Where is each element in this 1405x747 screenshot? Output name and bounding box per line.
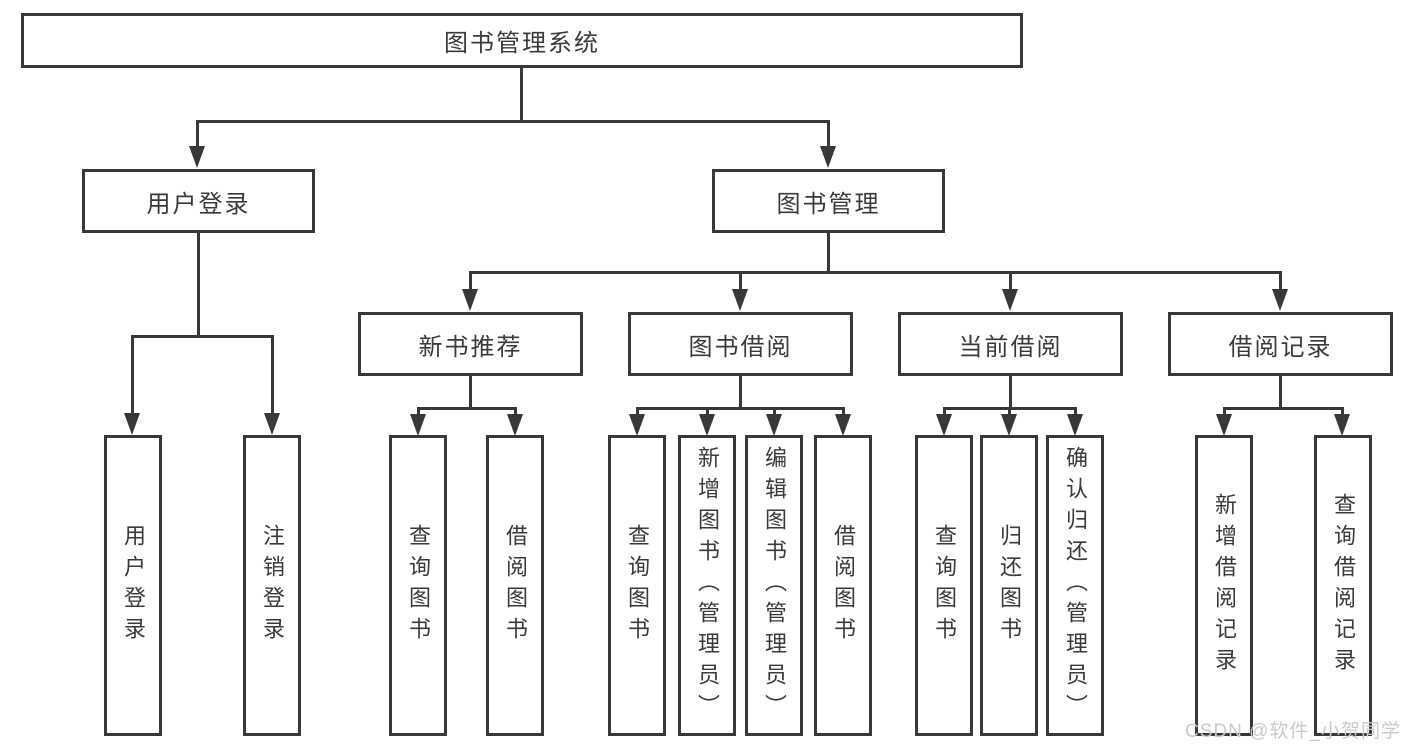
leaf-add-book: 新增图书（管理员） — [678, 435, 736, 736]
leaf-add-record-label: 新增借阅记录 — [1212, 492, 1237, 679]
connector-root-branch — [197, 120, 830, 123]
leaf-user-login: 用户登录 — [104, 435, 162, 736]
node-root: 图书管理系统 — [21, 13, 1023, 68]
arrowhead-current-borrow-icon — [1002, 289, 1018, 311]
leaf-query-record: 查询借阅记录 — [1314, 435, 1372, 736]
connector-drop-query-book-b — [636, 407, 639, 416]
node-book-management: 图书管理 — [712, 169, 945, 233]
connector-drop-new-book-recommend — [469, 271, 472, 291]
leaf-query-book-b-label: 查询图书 — [625, 523, 650, 648]
node-new-book-recommend: 新书推荐 — [358, 312, 583, 376]
arrowhead-book-management-icon — [820, 146, 836, 168]
connector-new-book-stem — [469, 376, 472, 409]
leaf-confirm-return: 确认归还（管理员） — [1046, 435, 1104, 736]
node-current-borrow-label: 当前借阅 — [958, 333, 1063, 361]
connector-drop-add-record — [1223, 407, 1226, 416]
connector-drop-query-book-c — [943, 407, 946, 416]
leaf-query-book-c: 查询图书 — [915, 435, 973, 736]
connector-drop-edit-book — [773, 407, 776, 416]
leaf-add-book-label: 新增图书（管理员） — [695, 446, 720, 725]
leaf-query-book-a-label: 查询图书 — [406, 523, 431, 648]
node-book-borrow: 图书借阅 — [628, 312, 853, 376]
arrowhead-query-book-b-icon — [629, 414, 645, 436]
arrowhead-leaf-logout-icon — [264, 413, 280, 435]
connector-drop-return-book — [1008, 407, 1011, 416]
connector-book-borrow-branch — [636, 407, 844, 410]
node-current-borrow: 当前借阅 — [898, 312, 1123, 376]
leaf-query-book-a: 查询图书 — [389, 435, 447, 736]
leaf-confirm-return-label: 确认归还（管理员） — [1063, 446, 1088, 725]
connector-current-borrow-stem — [1009, 376, 1012, 409]
arrowhead-new-book-recommend-icon — [462, 289, 478, 311]
leaf-logout-label: 注销登录 — [260, 523, 285, 648]
leaf-return-book: 归还图书 — [980, 435, 1038, 736]
leaf-edit-book-label: 编辑图书（管理员） — [762, 446, 787, 725]
node-root-label: 图书管理系统 — [444, 30, 600, 57]
connector-borrow-records-branch — [1223, 407, 1344, 410]
arrowhead-borrow-records-icon — [1272, 289, 1288, 311]
connector-drop-query-record — [1341, 407, 1344, 416]
connector-drop-leaf-logout — [271, 335, 274, 415]
connector-user-login-branch — [132, 335, 274, 338]
leaf-borrow-book-b: 借阅图书 — [814, 435, 872, 736]
connector-level3-branch — [469, 271, 1282, 274]
arrowhead-book-borrow-icon — [732, 289, 748, 311]
arrowhead-confirm-return-icon — [1067, 414, 1083, 436]
leaf-return-book-label: 归还图书 — [997, 523, 1022, 648]
connector-drop-current-borrow — [1009, 271, 1012, 291]
arrowhead-borrow-book-a-icon — [507, 414, 523, 436]
connector-drop-book-management — [827, 120, 830, 148]
leaf-query-book-b: 查询图书 — [608, 435, 666, 736]
arrowhead-add-book-icon — [699, 414, 715, 436]
connector-borrow-records-stem — [1279, 376, 1282, 409]
node-book-borrow-label: 图书借阅 — [688, 333, 793, 361]
leaf-user-login-label: 用户登录 — [121, 523, 146, 648]
connector-drop-query-book-a — [417, 407, 420, 416]
arrowhead-return-book-icon — [1001, 414, 1017, 436]
connector-drop-borrow-book-a — [514, 407, 517, 416]
connector-drop-add-book — [706, 407, 709, 416]
arrowhead-add-record-icon — [1216, 414, 1232, 436]
node-user-login-label: 用户登录 — [146, 190, 251, 218]
connector-drop-borrow-records — [1279, 271, 1282, 291]
leaf-edit-book: 编辑图书（管理员） — [745, 435, 803, 736]
arrowhead-query-book-c-icon — [936, 414, 952, 436]
arrowhead-borrow-book-b-icon — [835, 414, 851, 436]
arrowhead-query-book-a-icon — [410, 414, 426, 436]
node-book-management-label: 图书管理 — [776, 190, 881, 218]
connector-drop-confirm-return — [1074, 407, 1077, 416]
connector-drop-borrow-book-b — [842, 407, 845, 416]
leaf-borrow-book-a: 借阅图书 — [486, 435, 544, 736]
node-borrow-records-label: 借阅记录 — [1228, 333, 1333, 361]
connector-new-book-branch — [417, 407, 517, 410]
connector-book-management-stem — [827, 233, 830, 273]
leaf-query-book-c-label: 查询图书 — [932, 523, 957, 648]
node-borrow-records: 借阅记录 — [1168, 312, 1393, 376]
leaf-logout: 注销登录 — [243, 435, 301, 736]
connector-drop-user-login — [196, 120, 199, 148]
node-new-book-recommend-label: 新书推荐 — [418, 333, 523, 361]
arrowhead-leaf-user-login-icon — [124, 413, 140, 435]
connector-drop-leaf-user-login — [131, 335, 134, 415]
leaf-add-record: 新增借阅记录 — [1195, 435, 1253, 736]
arrowhead-edit-book-icon — [766, 414, 782, 436]
node-user-login: 用户登录 — [82, 169, 315, 233]
leaf-borrow-book-b-label: 借阅图书 — [831, 523, 856, 648]
connector-book-borrow-stem — [739, 376, 742, 409]
csdn-watermark: CSDN @软件_小贺同学 — [1185, 721, 1401, 742]
arrowhead-query-record-icon — [1334, 414, 1350, 436]
connector-drop-book-borrow — [739, 271, 742, 291]
connector-root-stem — [520, 68, 523, 122]
connector-user-login-stem — [197, 233, 200, 337]
leaf-borrow-book-a-label: 借阅图书 — [503, 523, 528, 648]
leaf-query-record-label: 查询借阅记录 — [1331, 492, 1356, 679]
arrowhead-user-login-icon — [189, 146, 205, 168]
